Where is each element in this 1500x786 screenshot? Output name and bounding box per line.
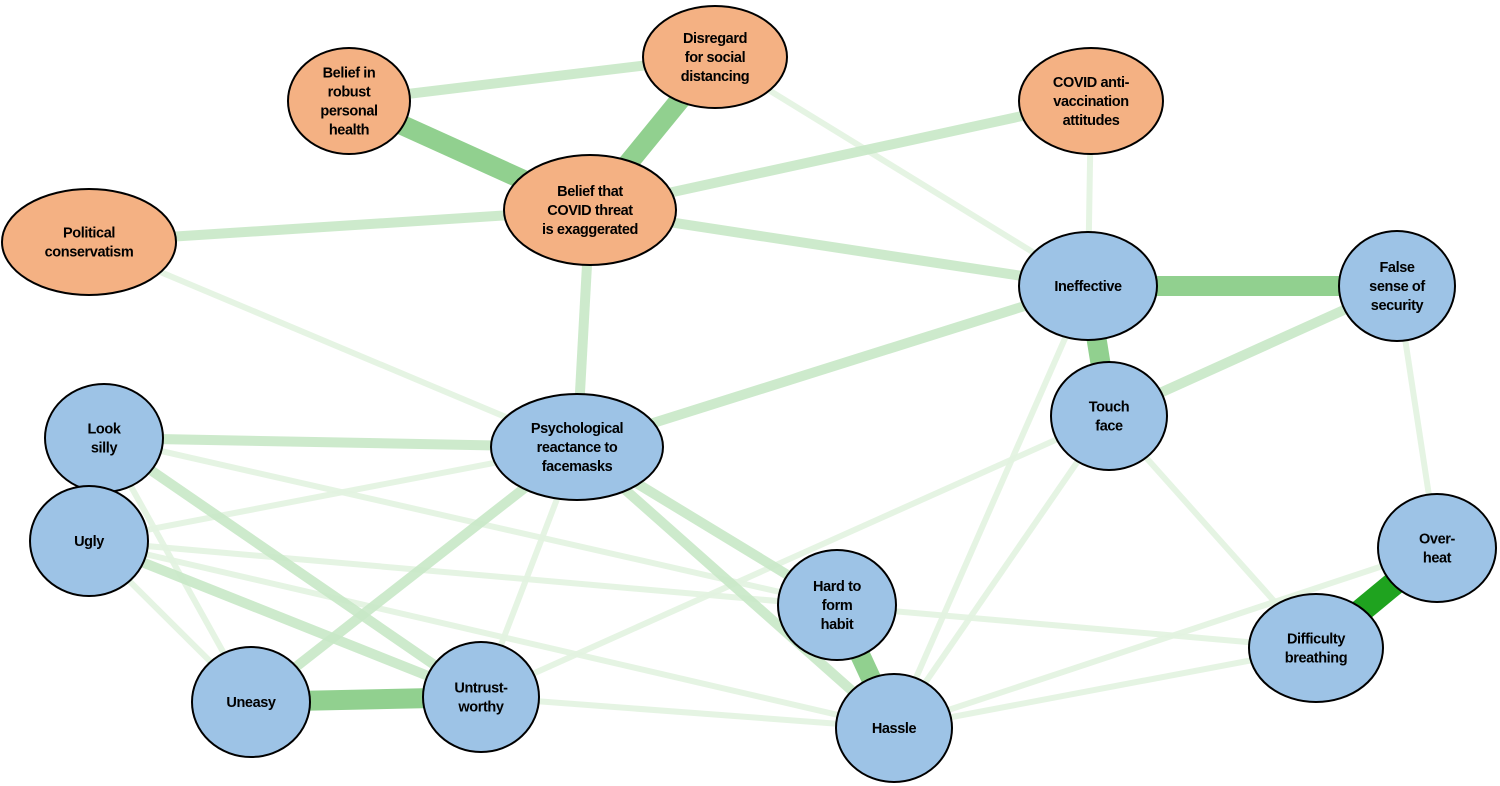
node-look-silly: Look silly bbox=[44, 383, 164, 493]
node-label-line: sense of bbox=[1369, 279, 1425, 295]
node-label-line: Ugly bbox=[74, 534, 104, 550]
node-difficulty-breathing: Difficulty breathing bbox=[1248, 593, 1384, 703]
node-label-line: Ineffective bbox=[1054, 279, 1122, 295]
edge-political-reactance bbox=[87, 239, 579, 450]
node-touch-face: Touch face bbox=[1050, 361, 1168, 471]
node-label-line: distancing bbox=[681, 69, 750, 85]
edge-ugly-hassle bbox=[88, 538, 895, 731]
node-label-line: for social bbox=[685, 50, 745, 66]
node-untrustworthy: Untrust-worthy bbox=[422, 641, 540, 753]
edge-look_silly-hard_habit bbox=[103, 435, 838, 608]
node-antivax: COVID anti-vaccination attitudes bbox=[1018, 47, 1164, 155]
node-ellipse bbox=[1050, 361, 1168, 471]
node-ellipse bbox=[1018, 47, 1164, 155]
node-label-line: Look bbox=[87, 422, 121, 438]
node-label-line: facemasks bbox=[542, 459, 613, 475]
node-label-line: heat bbox=[1423, 551, 1452, 567]
node-label-line: worthy bbox=[457, 700, 503, 716]
node-label-line: breathing bbox=[1285, 651, 1347, 667]
node-ellipse bbox=[191, 646, 311, 758]
edge-ineffective-hassle bbox=[891, 284, 1091, 730]
node-ellipse bbox=[835, 673, 953, 783]
node-label-line: Belief in bbox=[323, 66, 376, 82]
node-label-line: form bbox=[822, 598, 853, 614]
node-label-line: Difficulty bbox=[1287, 632, 1345, 648]
edge-ineffective-reactance bbox=[575, 281, 1090, 452]
node-label-line: reactance to bbox=[537, 440, 618, 456]
node-label-line: Untrust- bbox=[454, 681, 508, 697]
edge-look_silly-untrustworthy bbox=[101, 433, 484, 702]
node-label-line: False bbox=[1379, 260, 1414, 276]
node-label-line: Touch bbox=[1089, 400, 1129, 416]
edge-ugly-untrustworthy bbox=[87, 536, 483, 702]
node-ugly: Ugly bbox=[29, 485, 149, 597]
node-label-line: Belief that bbox=[557, 184, 623, 200]
node-label-line: health bbox=[329, 123, 369, 139]
node-label-line: Political bbox=[63, 226, 115, 242]
node-ellipse bbox=[1018, 231, 1158, 341]
edge-hassle-overheat bbox=[893, 545, 1438, 731]
edge-untrustworthy-hassle bbox=[480, 694, 895, 731]
node-label-line: Hard to bbox=[813, 579, 861, 595]
node-label-line: attitudes bbox=[1063, 113, 1120, 129]
node-ellipse bbox=[1248, 593, 1384, 703]
node-ineffective: Ineffective bbox=[1018, 231, 1158, 341]
edges-layer bbox=[77, 50, 1445, 733]
node-hard-habit: Hard to form habit bbox=[777, 549, 897, 661]
node-ellipse bbox=[422, 641, 540, 753]
node-label-line: face bbox=[1095, 419, 1123, 435]
edge-ugly-difficulty_breathing bbox=[88, 538, 1317, 651]
node-ellipse bbox=[1338, 230, 1456, 342]
node-label-line: Over- bbox=[1419, 532, 1455, 548]
edge-touch_face-hassle bbox=[891, 414, 1112, 730]
node-ellipse bbox=[1, 188, 177, 296]
edge-reactance-hassle bbox=[573, 443, 898, 732]
node-ellipse bbox=[642, 5, 788, 109]
node-ellipse bbox=[490, 393, 664, 501]
node-belief-health: Belief in robust personal health bbox=[287, 47, 411, 155]
node-label-line: Psychological bbox=[531, 421, 623, 437]
node-label-line: COVID anti- bbox=[1053, 75, 1130, 91]
node-political: Political conservatism bbox=[1, 188, 177, 296]
node-reactance: Psychological reactance to facemasks bbox=[490, 393, 664, 501]
node-uneasy: Uneasy bbox=[191, 646, 311, 758]
node-overheat: Over-heat bbox=[1377, 493, 1497, 603]
node-label-line: robust bbox=[328, 85, 371, 101]
node-label-line: vaccination bbox=[1053, 94, 1128, 110]
node-false-security: False sense of security bbox=[1338, 230, 1456, 342]
node-label-line: conservatism bbox=[45, 245, 134, 261]
node-hassle: Hassle bbox=[835, 673, 953, 783]
node-label-line: Hassle bbox=[872, 721, 917, 737]
edge-disregard-ineffective bbox=[713, 54, 1090, 289]
node-disregard: Disregard for social distancing bbox=[642, 5, 788, 109]
node-label-line: is exaggerated bbox=[542, 222, 638, 238]
edge-antivax-threat bbox=[588, 96, 1093, 215]
nodes-layer: Belief in robust personal health Disregard fo… bbox=[1, 5, 1497, 783]
node-ellipse bbox=[44, 383, 164, 493]
node-label-line: COVID threat bbox=[547, 203, 633, 219]
node-ellipse bbox=[1377, 493, 1497, 603]
node-label-line: habit bbox=[821, 617, 854, 633]
node-ellipse bbox=[29, 485, 149, 597]
node-label-line: security bbox=[1371, 298, 1424, 314]
node-label-line: silly bbox=[91, 441, 118, 457]
edge-touch_face-untrustworthy bbox=[479, 413, 1111, 700]
node-label-line: Disregard bbox=[683, 31, 747, 47]
node-ellipse bbox=[503, 154, 677, 266]
node-ellipse bbox=[287, 47, 411, 155]
node-label-line: personal bbox=[320, 104, 377, 120]
node-ellipse bbox=[777, 549, 897, 661]
edge-reactance-uneasy bbox=[247, 443, 581, 706]
node-label-line: Uneasy bbox=[226, 695, 276, 711]
edge-hassle-difficulty_breathing bbox=[893, 645, 1317, 731]
